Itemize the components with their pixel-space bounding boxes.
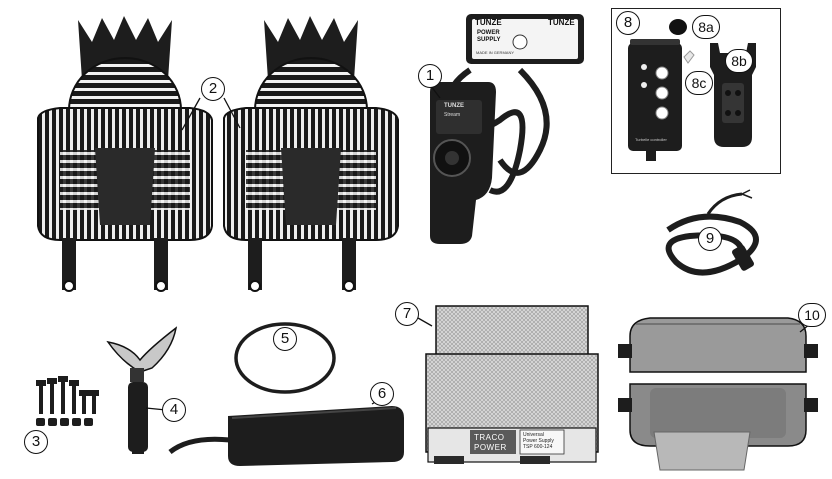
callout-3: 3 — [24, 430, 48, 454]
supply-box-line2: SUPPLY — [477, 37, 501, 43]
traco-desc2: Power Supply — [523, 438, 554, 444]
callout-10: 10 — [798, 303, 826, 327]
screw-set — [36, 376, 99, 426]
propeller-shaft — [106, 326, 178, 454]
power-adapter — [168, 406, 404, 466]
traco-brand-line2: POWER — [474, 443, 507, 452]
power-supply-assembly — [430, 14, 584, 244]
plug-model: Stream — [444, 112, 461, 118]
supply-box-brand-right: TUNZE — [548, 18, 575, 27]
supply-box-line1: POWER — [477, 30, 500, 36]
o-ring — [234, 322, 336, 394]
traco-desc1: Universal — [523, 432, 544, 438]
callout-7: 7 — [395, 302, 419, 326]
traco-model: TSP 600-124 — [523, 444, 553, 450]
callout-8: 8 — [616, 11, 640, 35]
callout-4: 4 — [162, 398, 186, 422]
callout-5: 5 — [273, 327, 297, 351]
supply-box-made-in: MADE IN GERMANY — [476, 50, 515, 55]
callout-6: 6 — [370, 382, 394, 406]
callout-8b: 8b — [725, 49, 753, 73]
callout-1: 1 — [418, 64, 442, 88]
pump-housing-right — [223, 16, 399, 292]
controller-label: Turbelle controller — [635, 137, 667, 142]
callout-2: 2 — [201, 77, 225, 101]
cable-connector-box — [618, 317, 818, 471]
pump-housing-left — [37, 16, 213, 292]
controller-inset: Turbelle controller 8 8a 8b 8c — [611, 8, 781, 174]
callout-8a: 8a — [692, 15, 720, 39]
callout-9: 9 — [698, 227, 722, 251]
controller-drawing — [628, 19, 756, 161]
supply-box-brand-left: TUNZE — [475, 18, 502, 27]
traco-brand-line1: TRACO — [474, 433, 505, 442]
callout-8c: 8c — [685, 71, 713, 95]
industrial-power-supply — [425, 305, 599, 464]
plug-brand: TUNZE — [444, 103, 464, 109]
